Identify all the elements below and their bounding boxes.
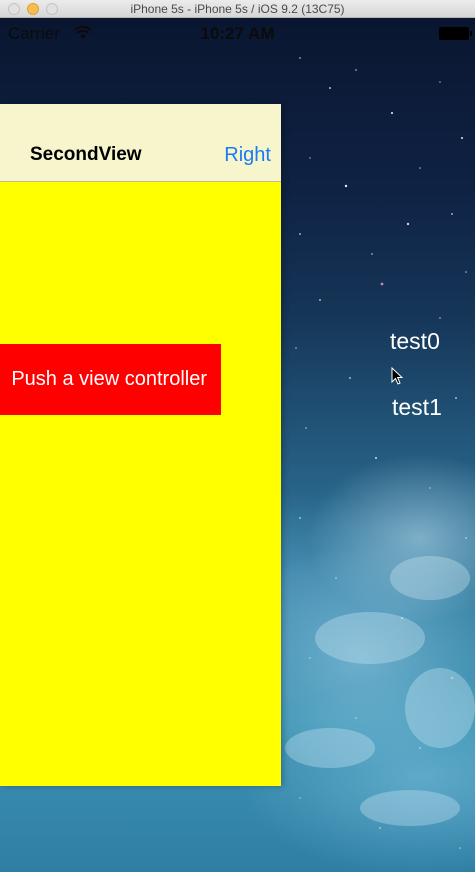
window-close-button[interactable] bbox=[8, 3, 20, 15]
status-bar: Carrier 10:27 AM bbox=[0, 18, 475, 52]
nav-title: SecondView bbox=[30, 144, 142, 165]
carrier-label: Carrier bbox=[8, 24, 60, 43]
nav-right-button[interactable]: Right bbox=[224, 144, 271, 166]
window-title: iPhone 5s - iPhone 5s / iOS 9.2 (13C75) bbox=[130, 2, 345, 16]
list-item[interactable]: test1 bbox=[392, 394, 442, 420]
second-view-controller: SecondView Right Push a view controller bbox=[0, 104, 281, 786]
list-item[interactable]: test0 bbox=[390, 328, 440, 354]
push-view-controller-button[interactable]: Push a view controller bbox=[0, 344, 221, 415]
simulator-screen: Carrier 10:27 AM test0 test1 SecondView … bbox=[0, 18, 475, 872]
status-time: 10:27 AM bbox=[200, 24, 275, 43]
battery-icon bbox=[439, 27, 472, 40]
starfield-wallpaper bbox=[285, 57, 475, 849]
navigation-bar: SecondView Right bbox=[0, 104, 281, 182]
cursor-icon bbox=[391, 367, 403, 385]
simulator-titlebar: iPhone 5s - iPhone 5s / iOS 9.2 (13C75) bbox=[0, 0, 475, 18]
window-zoom-button[interactable] bbox=[46, 3, 58, 15]
wifi-icon bbox=[74, 26, 92, 39]
window-minimize-button[interactable] bbox=[27, 3, 39, 15]
